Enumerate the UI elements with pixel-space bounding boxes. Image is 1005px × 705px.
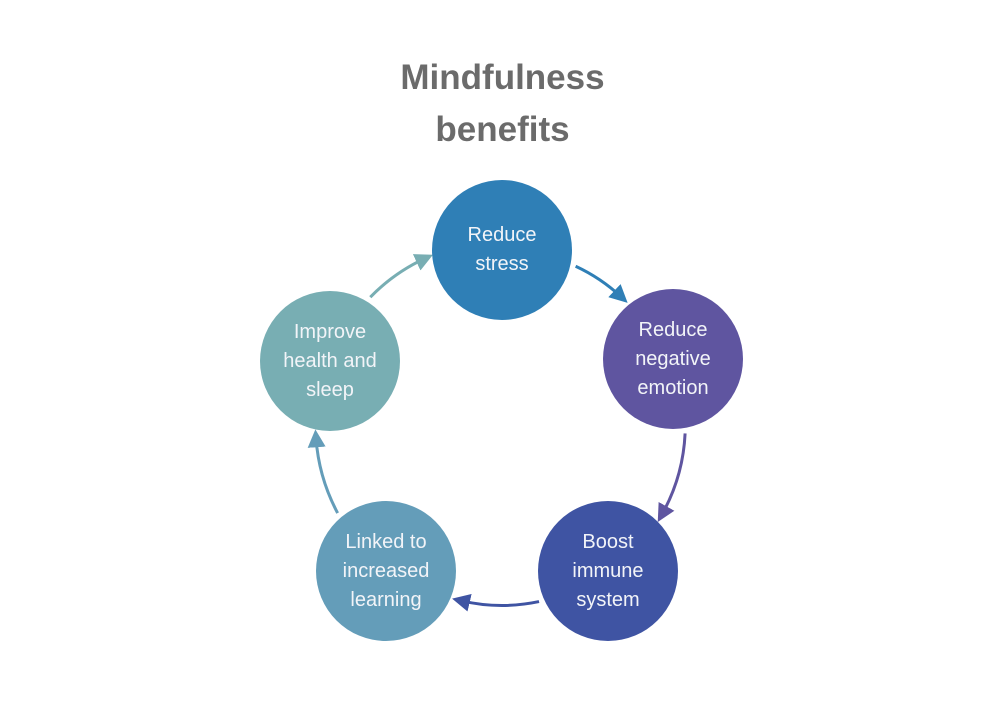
node-label-line: sleep [306,378,354,401]
node-reduce-stress: Reduce stress [432,180,572,320]
node-label: Boost immune system [572,528,643,615]
node-label: Reduce negative emotion [635,316,711,403]
title-line-2: benefits [435,110,570,149]
node-label: Reduce stress [468,221,537,279]
node-label: Improve health and sleep [283,318,376,405]
node-label-line: Linked to [345,530,427,553]
node-label-line: Boost [582,530,634,553]
arrow-linked-to-increased-learning-to-improve-health-and-sleep [307,429,339,514]
node-label-line: emotion [637,376,709,399]
node-label-line: Improve [293,320,367,343]
node-reduce-negative-emotion: Reduce negative emotion [603,289,743,429]
node-label-line: system [576,588,640,611]
title-line-1: Mindfulness [400,58,605,97]
node-boost-immune-system: Boost immune system [538,501,678,641]
node-label-line: immune [572,559,644,582]
node-label-line: increased [342,559,430,582]
node-label-line: negative [635,347,711,370]
node-label-line: Reduce [467,224,537,246]
node-label-line: Reduce [638,318,708,341]
arrow-reduce-negative-emotion-to-boost-immune-system [657,433,687,523]
node-label: Linked to increased learning [343,528,430,615]
node-label-line: health and [283,349,377,372]
arrow-improve-health-and-sleep-to-reduce-stress [369,254,433,299]
node-improve-health-and-sleep: Improve health and sleep [260,291,400,431]
node-linked-to-increased-learning: Linked to increased learning [316,501,456,641]
arrow-boost-immune-system-to-linked-to-increased-learning [452,593,540,612]
node-label-line: stress [475,253,529,275]
diagram-title: Mindfulness benefits [0,52,1005,156]
arrow-reduce-stress-to-reduce-negative-emotion [575,264,628,303]
node-label-line: learning [350,588,422,611]
